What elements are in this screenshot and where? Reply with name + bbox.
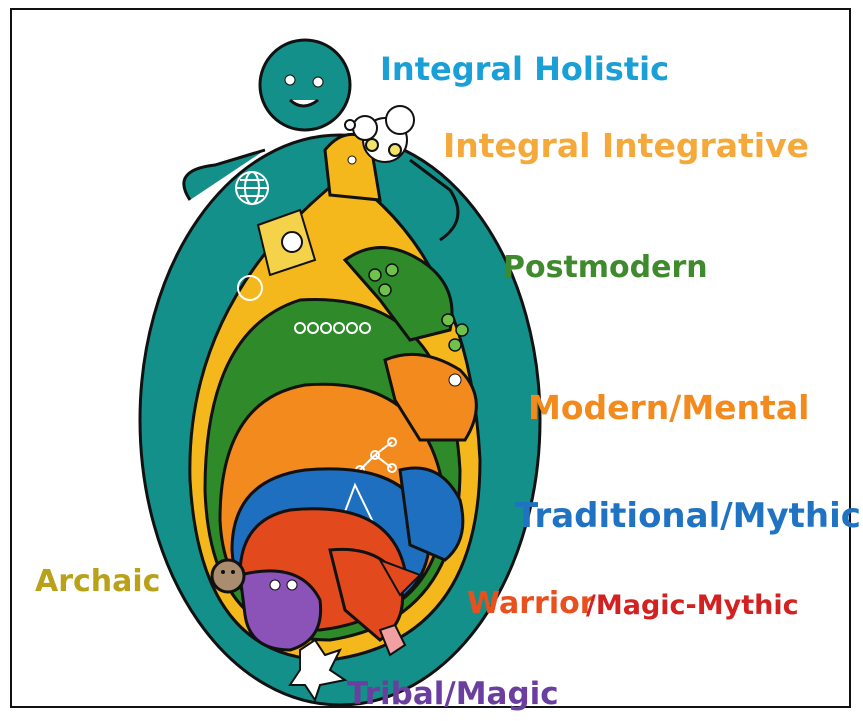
label-warrior: Warrior: [467, 586, 595, 621]
beige-archaic-head: [210, 558, 246, 594]
label-magic-mythic: /Magic-Mythic: [586, 590, 799, 621]
yellow-crest: [256, 208, 317, 277]
globe-icon: [235, 171, 269, 205]
label-integral-holistic: Integral Holistic: [380, 50, 670, 88]
blue-figure: [398, 466, 465, 562]
label-integral-integrative: Integral Integrative: [443, 126, 809, 165]
thought-bubble: [344, 105, 415, 163]
chain-icon: [294, 322, 371, 334]
purple-figure: [238, 569, 323, 652]
label-modern-mental: Modern/Mental: [528, 388, 810, 427]
label-tribal-magic: Tribal/Magic: [347, 676, 559, 712]
teal-figure-head: [258, 38, 352, 132]
label-traditional-mythic: Traditional/Mythic: [515, 496, 861, 536]
diagram-frame: [10, 8, 851, 708]
white-base-figure: [288, 638, 348, 703]
label-archaic: Archaic: [35, 564, 161, 599]
yellow-circle-icon: [237, 275, 263, 301]
label-postmodern: Postmodern: [503, 250, 708, 285]
